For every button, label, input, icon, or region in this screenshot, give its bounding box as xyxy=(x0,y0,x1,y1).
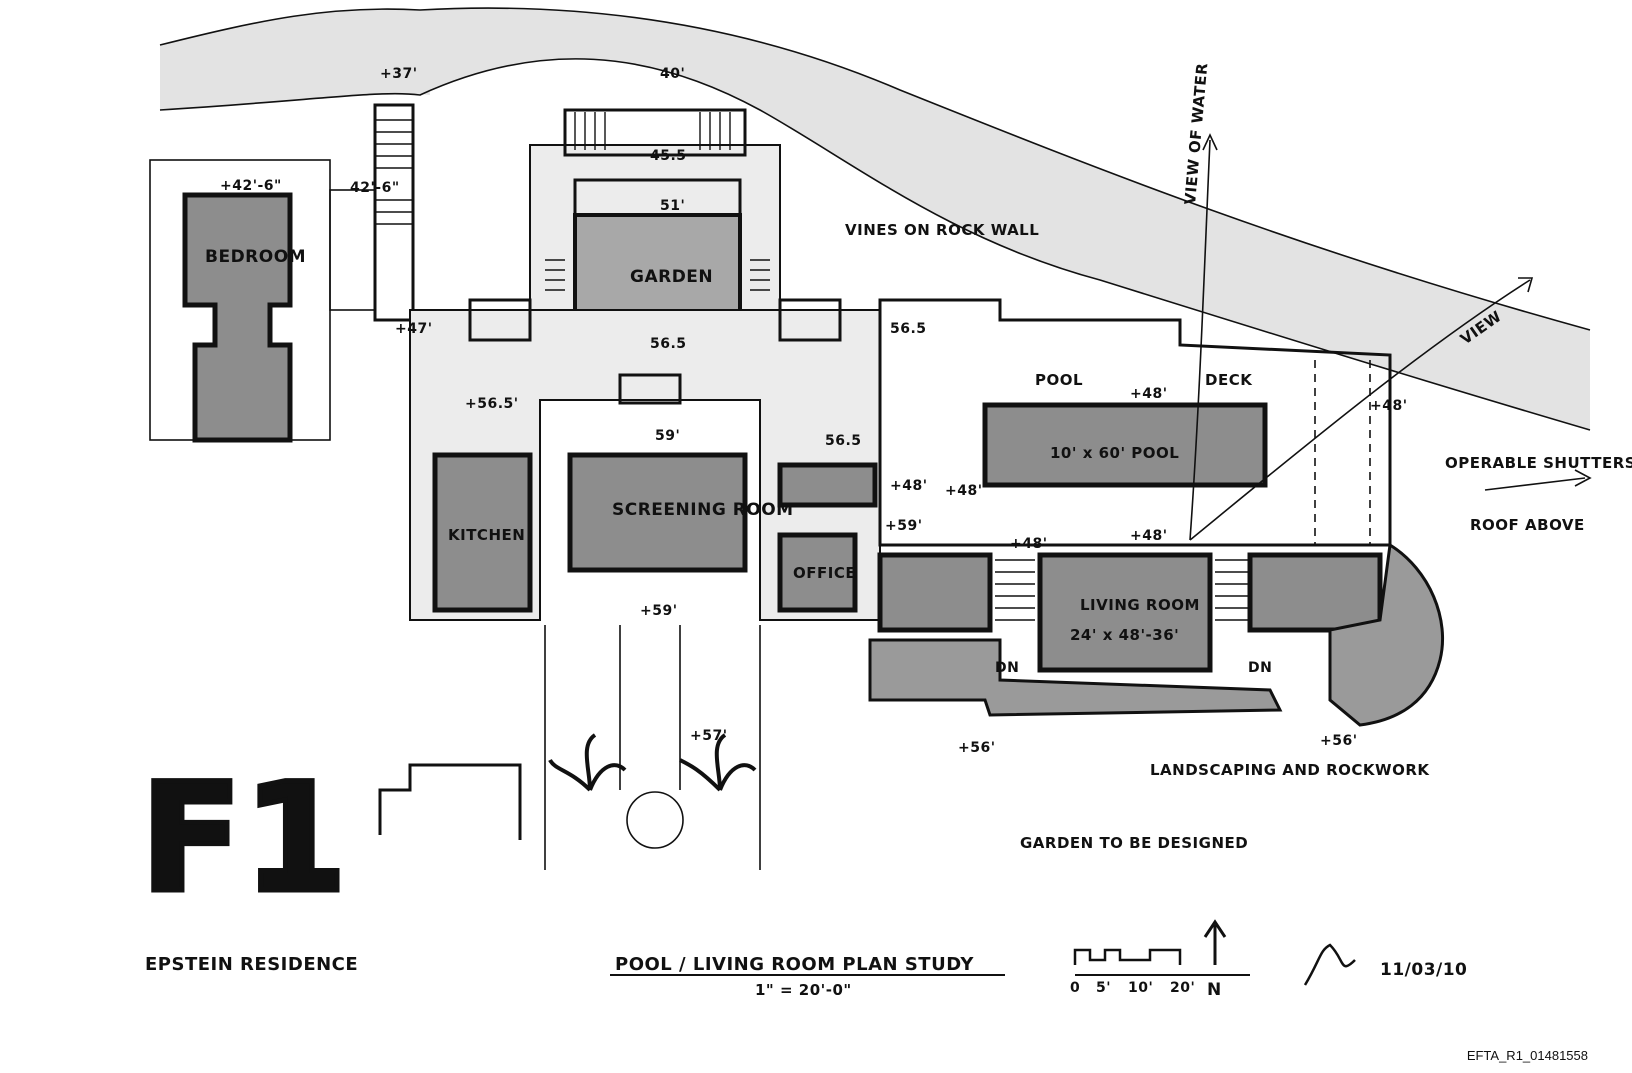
palm-plant-icon xyxy=(548,733,757,792)
elev-56-5-left: +56.5' xyxy=(465,396,519,412)
elev-40: 40' xyxy=(660,66,685,82)
label-garden-note: GARDEN TO BE DESIGNED xyxy=(1020,834,1248,852)
kitchen-room xyxy=(432,452,533,613)
elev-51: 51' xyxy=(660,198,685,214)
elev-48-d: +48' xyxy=(1130,528,1168,544)
north-arrow-icon xyxy=(1203,919,1227,965)
elev-42-6-a: +42'-6" xyxy=(220,178,282,194)
scale-note: 1" = 20'-0" xyxy=(755,981,852,999)
bedroom-wing xyxy=(149,159,376,443)
elev-56-5-garden: 56.5 xyxy=(650,336,687,352)
label-living-room: LIVING ROOM xyxy=(1080,596,1200,614)
scale-tick-10: 10' xyxy=(1128,980,1153,996)
living-wing xyxy=(877,552,1383,673)
screening-room xyxy=(567,452,748,573)
label-dn-right: DN xyxy=(1248,660,1272,676)
north-stairs xyxy=(373,103,415,322)
label-garden: GARDEN xyxy=(630,267,713,287)
entry-court xyxy=(378,625,761,870)
elev-59-bottom: +59' xyxy=(640,603,678,619)
label-kitchen: KITCHEN xyxy=(448,526,525,544)
label-shutters: OPERABLE SHUTTERS xyxy=(1445,454,1632,472)
sheet-number-mark: F1 xyxy=(138,750,350,929)
scale-tick-0: 0 xyxy=(1070,980,1080,996)
small-room xyxy=(777,462,878,508)
scale-bar xyxy=(1073,948,1182,965)
svg-text:F1: F1 xyxy=(140,752,348,926)
elev-57: +57' xyxy=(690,728,728,744)
north-label: N xyxy=(1207,980,1222,1000)
scale-tick-20: 20' xyxy=(1170,980,1195,996)
garden-court xyxy=(529,108,781,336)
label-screening-room: SCREENING ROOM xyxy=(612,500,794,520)
water-shoreline xyxy=(159,7,1591,431)
elev-42-6-b: 42'-6" xyxy=(350,180,400,196)
project-name: EPSTEIN RESIDENCE xyxy=(145,954,358,975)
label-bedroom: BEDROOM xyxy=(205,247,306,267)
elev-48-b: +48' xyxy=(945,483,983,499)
elev-56-right: +56' xyxy=(1320,733,1358,749)
scale-tick-5: 5' xyxy=(1096,980,1111,996)
view-arrows xyxy=(1189,133,1592,541)
elev-56-5-stair: 56.5 xyxy=(825,433,862,449)
label-landscaping: LANDSCAPING AND ROCKWORK xyxy=(1150,761,1430,779)
label-dn-left: DN xyxy=(995,660,1019,676)
rockwork xyxy=(868,542,1445,727)
label-office: OFFICE xyxy=(793,564,856,582)
elev-48-c: +48' xyxy=(1010,536,1048,552)
office-room xyxy=(777,532,858,613)
elev-59-right: +59' xyxy=(885,518,923,534)
pool-deck xyxy=(878,298,1392,547)
elev-47: +47' xyxy=(395,321,433,337)
elev-37: +37' xyxy=(380,66,418,82)
architect-signature xyxy=(1303,943,1356,986)
label-living-room-dims: 24' x 48'-36' xyxy=(1070,626,1179,644)
label-pool: 10' x 60' POOL xyxy=(1050,444,1179,462)
elev-59-top: 59' xyxy=(655,428,680,444)
label-view-of-water: VIEW OF WATER xyxy=(1181,62,1211,205)
elev-45-5: 45.5 xyxy=(650,148,687,164)
elev-48-e: +48' xyxy=(1370,398,1408,414)
plan-title: POOL / LIVING ROOM PLAN STUDY xyxy=(615,954,974,975)
label-vines: VINES ON ROCK WALL xyxy=(845,221,1039,239)
label-pool-deck-left: POOL xyxy=(1035,371,1083,389)
elev-56-5-right: 56.5 xyxy=(890,321,927,337)
elev-56-left: +56' xyxy=(958,740,996,756)
signature-date: 11/03/10 xyxy=(1380,960,1467,980)
document-id: EFTA_R1_01481558 xyxy=(1466,1048,1588,1063)
elev-48-pool: +48' xyxy=(1130,386,1168,402)
label-roof: ROOF ABOVE xyxy=(1470,516,1585,534)
elev-48-a: +48' xyxy=(890,478,928,494)
label-pool-deck-right: DECK xyxy=(1205,371,1253,389)
